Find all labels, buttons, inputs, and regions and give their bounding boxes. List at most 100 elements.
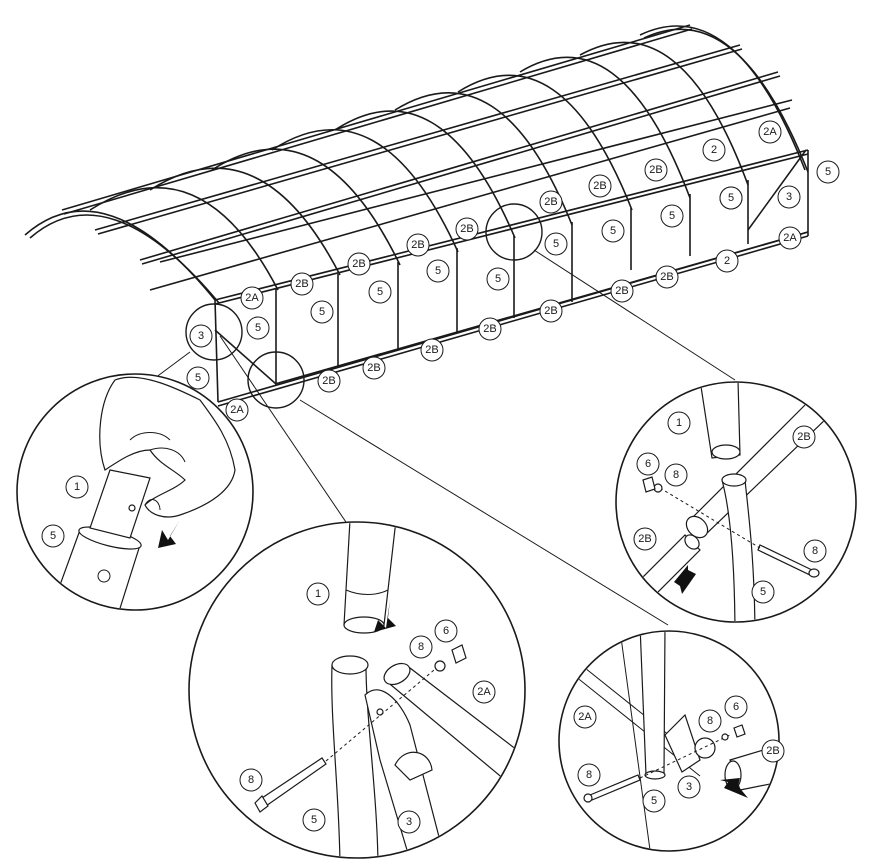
label-circle <box>420 338 444 362</box>
part-label-b-part-3: 3 <box>397 810 421 834</box>
label-circle <box>302 808 326 832</box>
label-circle <box>240 286 264 310</box>
label-text: 8 <box>812 545 818 557</box>
label-text: 3 <box>686 781 692 793</box>
label-text: 1 <box>315 588 321 600</box>
part-label-c-part-8-nut: 8 <box>664 463 688 487</box>
label-circle <box>758 120 782 144</box>
label-circle <box>406 233 430 257</box>
label-text: 2 <box>711 144 717 156</box>
label-text: 5 <box>728 192 734 204</box>
label-circle <box>362 356 386 380</box>
label-circle <box>778 226 802 250</box>
part-label-side-5-g: 5 <box>660 204 684 228</box>
part-label-top-2b-b: 2B <box>347 252 371 276</box>
label-text: 6 <box>443 625 449 637</box>
label-circle <box>225 398 249 422</box>
part-label-top-2b-a: 2B <box>290 272 314 296</box>
label-circle <box>544 232 568 256</box>
label-text: 5 <box>435 265 441 277</box>
part-label-end-left-3: 3 <box>189 324 213 348</box>
part-label-a-part-1: 1 <box>65 475 89 499</box>
label-text: 2B <box>425 344 438 356</box>
label-circle <box>409 635 433 659</box>
label-text: 5 <box>311 814 317 826</box>
part-label-d-part-8-pin: 8 <box>577 763 601 787</box>
label-circle <box>539 190 563 214</box>
label-text: 5 <box>610 225 616 237</box>
part-label-right-2-bottom: 2 <box>715 249 739 273</box>
part-label-d-part-6: 6 <box>724 695 748 719</box>
part-label-top-2b-e: 2B <box>539 190 563 214</box>
part-label-side-5-e: 5 <box>544 232 568 256</box>
part-label-top-2b-g: 2B <box>644 158 668 182</box>
callout-leaders <box>154 249 736 626</box>
label-circle <box>702 138 726 162</box>
part-label-end-left-2a-top: 2A <box>240 286 264 310</box>
label-circle <box>601 219 625 243</box>
part-label-c-part-8-pin: 8 <box>803 539 827 563</box>
label-circle <box>633 527 657 551</box>
part-label-d-part-5: 5 <box>642 789 666 813</box>
part-label-bot-2b-a: 2B <box>317 369 341 393</box>
part-label-bot-2b-d: 2B <box>478 317 502 341</box>
label-text: 5 <box>319 306 325 318</box>
part-label-b-part-1: 1 <box>306 582 330 606</box>
part-label-d-part-3: 3 <box>677 775 701 799</box>
part-label-side-5-f: 5 <box>601 219 625 243</box>
label-circle <box>41 524 65 548</box>
part-label-bot-2b-e: 2B <box>539 299 563 323</box>
part-label-right-3: 3 <box>777 185 801 209</box>
part-label-end-left-5-top: 5 <box>246 316 270 340</box>
label-circle <box>310 300 334 324</box>
label-circle <box>539 299 563 323</box>
label-text: 2B <box>352 258 365 270</box>
label-circle <box>724 695 748 719</box>
detail-a-hand-insert: 15 <box>16 373 254 611</box>
part-label-d-part-2a: 2A <box>573 705 597 729</box>
part-label-b-part-2a: 2A <box>472 680 496 704</box>
part-label-b-part-6: 6 <box>434 619 458 643</box>
label-circle <box>434 619 458 643</box>
label-text: 5 <box>825 166 831 178</box>
label-circle <box>777 185 801 209</box>
label-text: 8 <box>673 469 679 481</box>
end-braces <box>214 149 807 385</box>
label-text: 5 <box>651 795 657 807</box>
label-circle <box>751 580 775 604</box>
label-circle <box>426 259 450 283</box>
label-circle <box>189 324 213 348</box>
part-label-c-part-2b-left: 2B <box>633 527 657 551</box>
label-circle <box>290 272 314 296</box>
part-label-bot-2b-f: 2B <box>610 279 634 303</box>
part-label-c-part-6: 6 <box>636 452 660 476</box>
label-circle <box>455 217 479 241</box>
label-text: 2B <box>544 305 557 317</box>
label-text: 8 <box>586 769 592 781</box>
label-text: 2B <box>295 278 308 290</box>
label-text: 2B <box>797 431 810 443</box>
part-label-d-part-8-nut: 8 <box>698 709 722 733</box>
label-circle <box>478 317 502 341</box>
label-text: 8 <box>248 774 254 786</box>
label-circle <box>642 789 666 813</box>
label-circle <box>317 369 341 393</box>
label-circle <box>486 267 510 291</box>
label-circle <box>816 160 840 184</box>
label-circle <box>65 475 89 499</box>
overview-callout-rings <box>185 203 543 409</box>
label-text: 6 <box>733 701 739 713</box>
part-label-side-5-b: 5 <box>368 280 392 304</box>
label-circle <box>655 265 679 289</box>
part-label-right-2-top: 2 <box>702 138 726 162</box>
part-label-c-part-1: 1 <box>667 411 691 435</box>
label-circle <box>306 582 330 606</box>
overview-part-labels: 3552A2A5555555552B2B2B2B2B2B2B2B2B2B2B2B… <box>186 120 840 422</box>
part-label-side-5-c: 5 <box>426 259 450 283</box>
part-label-c-part-2b-top: 2B <box>792 425 816 449</box>
label-text: 2B <box>638 533 651 545</box>
label-circle <box>610 279 634 303</box>
label-circle <box>664 463 688 487</box>
